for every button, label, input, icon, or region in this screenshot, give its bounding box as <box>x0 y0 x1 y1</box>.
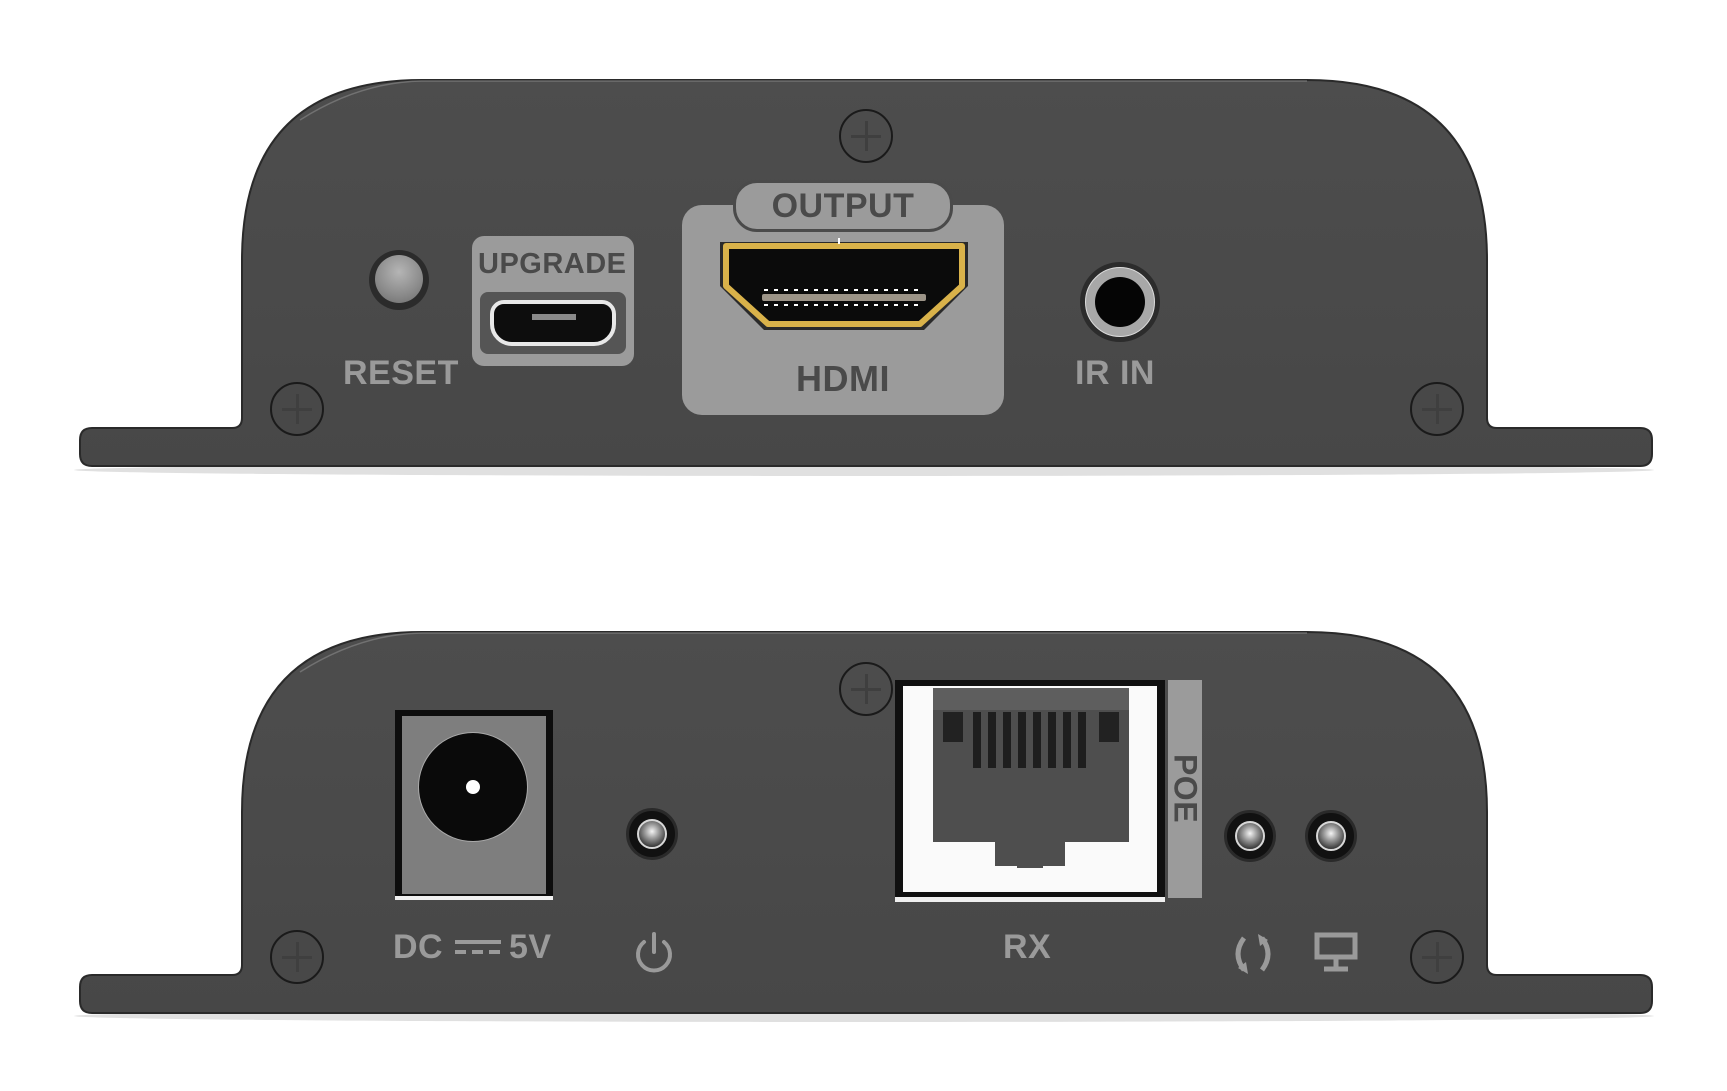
ir-in-jack[interactable] <box>1080 262 1160 342</box>
reset-label: RESET <box>343 354 459 392</box>
reset-button[interactable] <box>369 250 429 310</box>
poe-label-strip: POE <box>1167 680 1204 898</box>
upgrade-label: UPGRADE <box>478 248 627 280</box>
upgrade-port-frame: UPGRADE <box>472 236 634 366</box>
ir-in-label: IR IN <box>1075 354 1155 392</box>
sync-icon <box>1235 934 1271 974</box>
hdmi-label: HDMI <box>796 358 890 399</box>
power-icon <box>636 932 672 973</box>
signal-led <box>1305 810 1357 862</box>
output-label: OUTPUT <box>771 187 915 225</box>
bottom-panel: DC 5V POE RX <box>0 540 1727 1091</box>
dc-power-jack[interactable] <box>395 710 553 900</box>
screw-icon <box>1410 930 1464 984</box>
dc-symbol-icon <box>455 950 501 954</box>
dc-symbol-icon <box>455 940 501 944</box>
screw-icon <box>839 662 893 716</box>
link-led <box>1224 810 1276 862</box>
micro-usb-port[interactable] <box>480 292 626 354</box>
network-icon <box>1314 932 1358 972</box>
voltage-label: 5V <box>509 928 552 966</box>
rx-label: RX <box>1003 928 1052 966</box>
top-panel: RESET UPGRADE OUTPUT HDMI IR IN <box>0 0 1727 500</box>
screw-icon <box>270 382 324 436</box>
screw-icon <box>1410 382 1464 436</box>
dc-label: DC <box>393 928 444 966</box>
rj45-port[interactable] <box>895 680 1165 902</box>
hdmi-port[interactable] <box>714 238 974 348</box>
output-label-tab: OUTPUT <box>733 180 953 232</box>
bottom-panel-housing <box>74 631 1654 1022</box>
power-led <box>626 808 678 860</box>
poe-label: POE <box>1167 753 1204 824</box>
screw-icon <box>270 930 324 984</box>
screw-icon <box>839 109 893 163</box>
